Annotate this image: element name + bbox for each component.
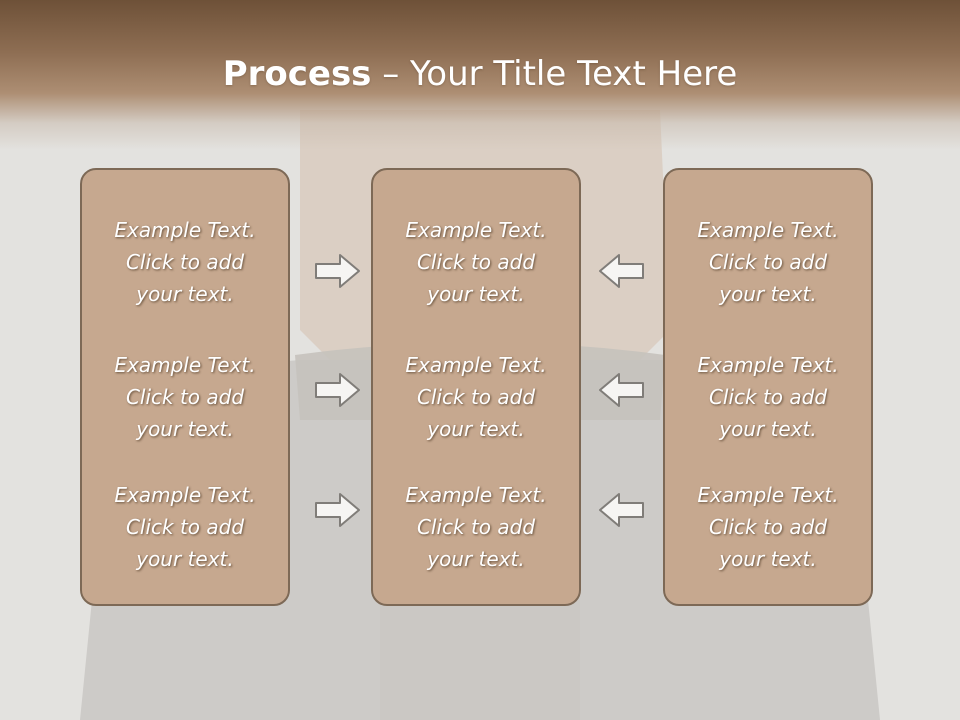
title-bar xyxy=(0,0,960,150)
text-line: Example Text. xyxy=(405,353,547,377)
text-line: Example Text. xyxy=(405,218,547,242)
text-line: Example Text. xyxy=(697,353,839,377)
text-placeholder[interactable]: Example Text. Click to add your text. xyxy=(82,214,288,310)
text-line: your text. xyxy=(136,417,234,441)
arrow-left-icon[interactable] xyxy=(597,491,645,529)
arrow-right-icon[interactable] xyxy=(314,491,362,529)
process-box-center[interactable]: Example Text. Click to add your text. Ex… xyxy=(371,168,581,606)
text-placeholder[interactable]: Example Text. Click to add your text. xyxy=(373,479,579,575)
title-bold: Process xyxy=(222,54,372,94)
text-line: your text. xyxy=(427,417,525,441)
text-placeholder[interactable]: Example Text. Click to add your text. xyxy=(665,214,871,310)
text-placeholder[interactable]: Example Text. Click to add your text. xyxy=(82,349,288,445)
text-placeholder[interactable]: Example Text. Click to add your text. xyxy=(82,479,288,575)
text-line: Example Text. xyxy=(697,218,839,242)
text-line: your text. xyxy=(719,282,817,306)
text-line: your text. xyxy=(136,547,234,571)
text-line: your text. xyxy=(719,417,817,441)
text-line: Click to add xyxy=(416,250,536,274)
text-line: Example Text. xyxy=(114,353,256,377)
text-placeholder[interactable]: Example Text. Click to add your text. xyxy=(665,349,871,445)
title-rest: – Your Title Text Here xyxy=(371,54,738,94)
text-line: Click to add xyxy=(708,385,828,409)
slide-title[interactable]: Process – Your Title Text Here xyxy=(0,52,960,96)
text-placeholder[interactable]: Example Text. Click to add your text. xyxy=(373,349,579,445)
text-line: your text. xyxy=(719,547,817,571)
text-line: Click to add xyxy=(416,385,536,409)
text-line: your text. xyxy=(427,547,525,571)
text-line: Click to add xyxy=(416,515,536,539)
process-box-left[interactable]: Example Text. Click to add your text. Ex… xyxy=(80,168,290,606)
process-box-right[interactable]: Example Text. Click to add your text. Ex… xyxy=(663,168,873,606)
text-line: your text. xyxy=(427,282,525,306)
arrow-left-icon[interactable] xyxy=(597,252,645,290)
text-line: Example Text. xyxy=(697,483,839,507)
text-line: Click to add xyxy=(708,515,828,539)
text-placeholder[interactable]: Example Text. Click to add your text. xyxy=(665,479,871,575)
text-line: Example Text. xyxy=(114,218,256,242)
text-line: Example Text. xyxy=(114,483,256,507)
text-line: Click to add xyxy=(125,515,245,539)
text-line: your text. xyxy=(136,282,234,306)
arrow-left-icon[interactable] xyxy=(597,371,645,409)
text-placeholder[interactable]: Example Text. Click to add your text. xyxy=(373,214,579,310)
text-line: Click to add xyxy=(708,250,828,274)
arrow-right-icon[interactable] xyxy=(314,371,362,409)
text-line: Click to add xyxy=(125,250,245,274)
text-line: Example Text. xyxy=(405,483,547,507)
text-line: Click to add xyxy=(125,385,245,409)
arrow-right-icon[interactable] xyxy=(314,252,362,290)
